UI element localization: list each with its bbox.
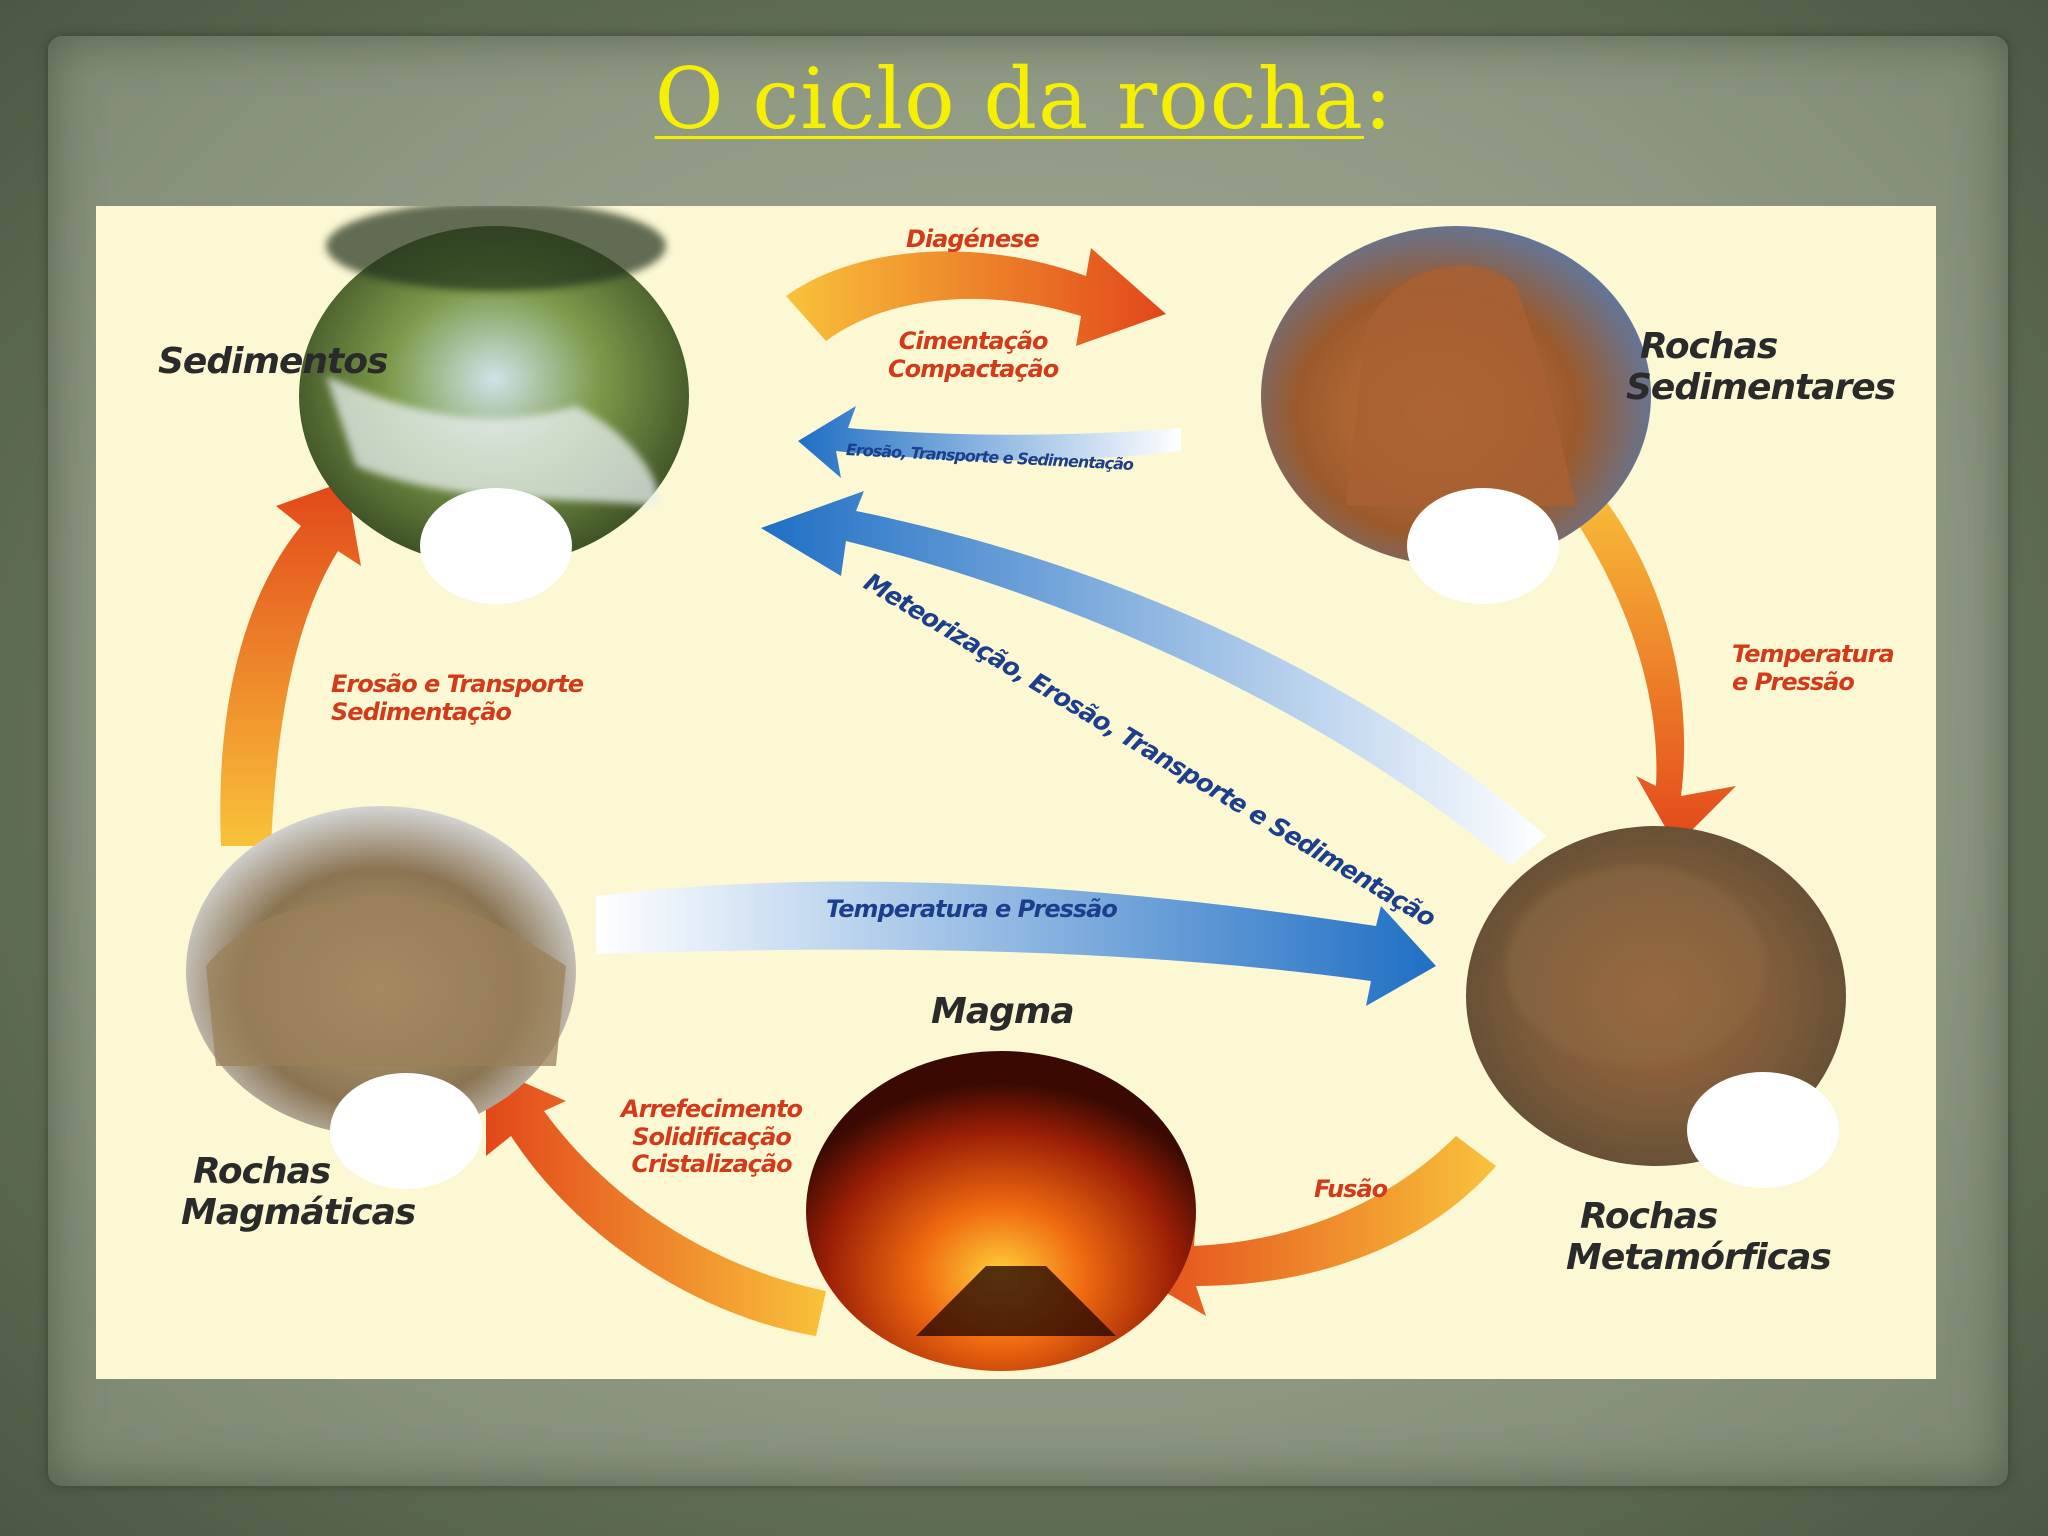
label-temp-pressao-right: Temperatura e Pressão	[1732, 640, 1895, 696]
title-main: O ciclo da rocha	[654, 50, 1364, 148]
photo-meta-texture	[1506, 866, 1766, 1066]
label-cimentacao: Cimentação Compactação	[888, 327, 1059, 383]
label-arrefecimento: Arrefecimento Solidificação Cristalizaçã…	[621, 1095, 803, 1179]
photo-volcano-cone	[916, 1266, 1116, 1336]
photo-sedimentos-dot	[420, 488, 572, 604]
label-sedimentos: Sedimentos	[158, 341, 388, 382]
label-rochas-sedimentares: Rochas Sedimentares	[1626, 326, 1896, 409]
label-erosao-left-line2: Sedimentação	[331, 697, 512, 726]
diagram-graphics	[186, 206, 1846, 1371]
label-fusao: Fusão	[1314, 1175, 1388, 1203]
label-rochas-magmaticas-line2: Magmáticas	[181, 1192, 416, 1234]
photo-cliff	[1346, 265, 1576, 506]
arrow-erosao-top	[798, 406, 1181, 478]
label-diagenese: Diagénese	[906, 225, 1040, 253]
label-erosao-left: Erosão e Transporte Sedimentação	[331, 670, 584, 726]
slide-title: O ciclo da rocha:	[0, 50, 2048, 148]
label-cimentacao-line1: Cimentação	[898, 327, 1049, 355]
label-cimentacao-line2: Compactação	[888, 354, 1059, 383]
label-arrefecimento-line3: Cristalização	[631, 1150, 792, 1179]
label-rochas-magmaticas: Rochas Magmáticas	[181, 1151, 416, 1234]
rock-cycle-diagram: Sedimentos Rochas Sedimentares Rochas Me…	[96, 206, 1936, 1379]
photo-magma	[806, 1051, 1196, 1371]
arrow-temp-pressao-middle	[596, 881, 1436, 1006]
photo-sedimentos-water	[326, 376, 658, 506]
photo-rochas-magmaticas-dot	[330, 1073, 482, 1189]
arrow-arrefecimento	[486, 1066, 826, 1336]
label-temp-pressao-right-line2: e Pressão	[1732, 667, 1855, 696]
photo-rochas-metamorficas-dot	[1687, 1072, 1839, 1188]
arrow-meteorizacao	[761, 491, 1546, 866]
label-temp-pressao-middle: Temperatura e Pressão	[826, 895, 1118, 923]
arrow-diagenese	[786, 248, 1166, 346]
label-rochas-sedimentares-line1: Rochas	[1640, 326, 1778, 367]
label-rochas-magmaticas-line1: Rochas	[193, 1151, 331, 1192]
title-suffix: :	[1363, 50, 1394, 148]
photo-sedimentos-trees	[326, 206, 666, 291]
arrow-fusao	[1121, 1136, 1496, 1316]
label-temp-pressao-right-line1: Temperatura	[1732, 640, 1895, 668]
label-rochas-metamorficas-line1: Rochas	[1580, 1196, 1718, 1237]
label-rochas-sedimentares-line2: Sedimentares	[1626, 367, 1896, 409]
label-magma: Magma	[931, 991, 1075, 1032]
label-arrefecimento-line2: Solidificação	[632, 1122, 792, 1151]
photo-rochas-sedimentares-dot	[1407, 488, 1559, 604]
arrow-temp-pressao-right	[1566, 476, 1736, 846]
label-rochas-metamorficas-line2: Metamórficas	[1566, 1237, 1832, 1279]
photo-igneous-rocks	[206, 893, 566, 1066]
label-arrefecimento-line1: Arrefecimento	[621, 1095, 803, 1123]
label-rochas-metamorficas: Rochas Metamórficas	[1566, 1196, 1832, 1279]
arrow-erosao-left	[220, 481, 361, 846]
label-erosao-left-line1: Erosão e Transporte	[331, 670, 584, 698]
